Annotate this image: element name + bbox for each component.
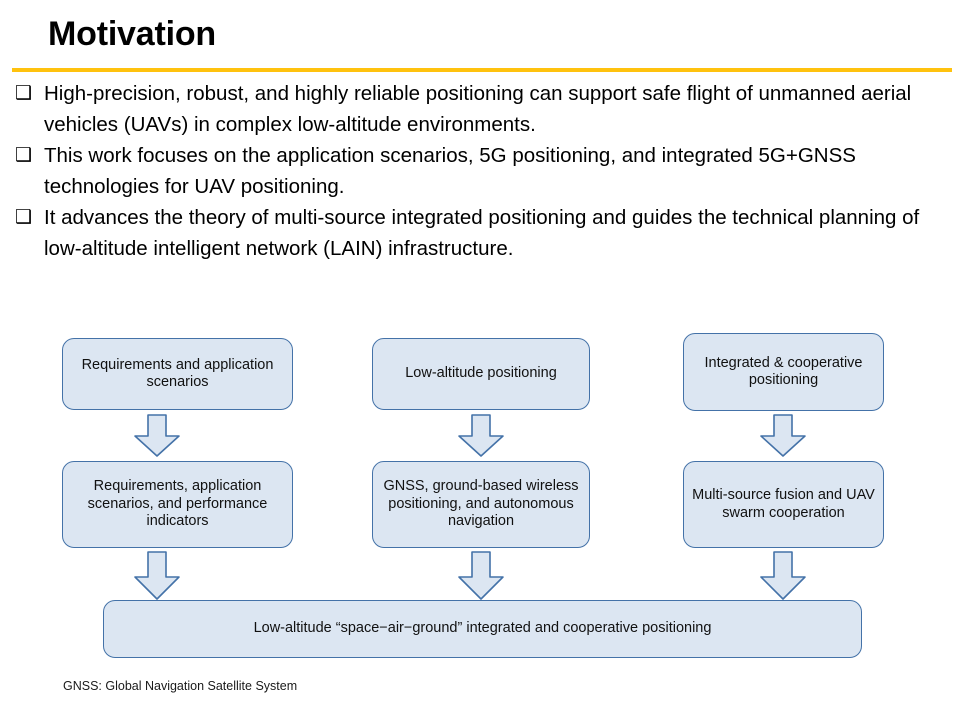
bullet-item-1: ❑ High-precision, robust, and highly rel… — [12, 78, 950, 140]
down-arrow-icon — [760, 551, 806, 600]
flow-node-col2-bottom-label: GNSS, ground-based wireless positioning,… — [383, 478, 579, 530]
title-divider-rule — [12, 68, 952, 72]
bullet-item-3: ❑ It advances the theory of multi-source… — [12, 202, 950, 264]
hollow-square-bullet-icon: ❑ — [15, 145, 33, 166]
down-arrow-icon — [760, 414, 806, 457]
bullet-item-2: ❑ This work focuses on the application s… — [12, 140, 950, 202]
bullet-text-3: It advances the theory of multi-source i… — [44, 206, 920, 260]
flow-node-result-label: Low-altitude “space−air−ground” integrat… — [253, 620, 712, 637]
down-arrow-icon — [458, 414, 504, 457]
flow-node-col2-top: Low-altitude positioning — [372, 338, 590, 410]
flow-node-col1-bottom-label: Requirements, application scenarios, and… — [87, 478, 268, 530]
flow-node-result: Low-altitude “space−air−ground” integrat… — [103, 600, 862, 658]
flow-arrow-col2-top-to-bottom — [457, 414, 505, 458]
bullet-text-2: This work focuses on the application sce… — [44, 144, 856, 198]
bullet-text-1: High-precision, robust, and highly relia… — [44, 82, 912, 136]
hollow-square-bullet-icon: ❑ — [15, 83, 33, 104]
flow-node-col3-top: Integrated & cooperative positioning — [683, 333, 884, 411]
hollow-square-bullet-icon: ❑ — [15, 207, 33, 228]
flow-node-col3-top-label: Integrated & cooperative positioning — [704, 354, 863, 389]
flow-node-col3-bottom-label: Multi-source fusion and UAV swarm cooper… — [692, 487, 875, 521]
flow-node-col3-bottom: Multi-source fusion and UAV swarm cooper… — [683, 461, 884, 548]
flow-arrow-col1-top-to-bottom — [133, 414, 181, 458]
flow-node-col2-top-label: Low-altitude positioning — [405, 365, 557, 382]
flow-arrow-col2-to-result — [457, 551, 505, 601]
down-arrow-icon — [134, 414, 180, 457]
page-title: Motivation — [48, 15, 216, 53]
flow-node-col1-top-label: Requirements and application scenarios — [81, 356, 274, 391]
footnote-abbreviation: GNSS: Global Navigation Satellite System — [63, 679, 298, 693]
flow-arrow-col1-to-result — [133, 551, 181, 601]
flow-arrow-col3-to-result — [759, 551, 807, 601]
flow-node-col1-top: Requirements and application scenarios — [62, 338, 293, 410]
down-arrow-icon — [458, 551, 504, 600]
flow-node-col2-bottom: GNSS, ground-based wireless positioning,… — [372, 461, 590, 548]
down-arrow-icon — [134, 551, 180, 600]
bullet-list: ❑ High-precision, robust, and highly rel… — [12, 78, 950, 264]
flow-arrow-col3-top-to-bottom — [759, 414, 807, 458]
flow-node-col1-bottom: Requirements, application scenarios, and… — [62, 461, 293, 548]
